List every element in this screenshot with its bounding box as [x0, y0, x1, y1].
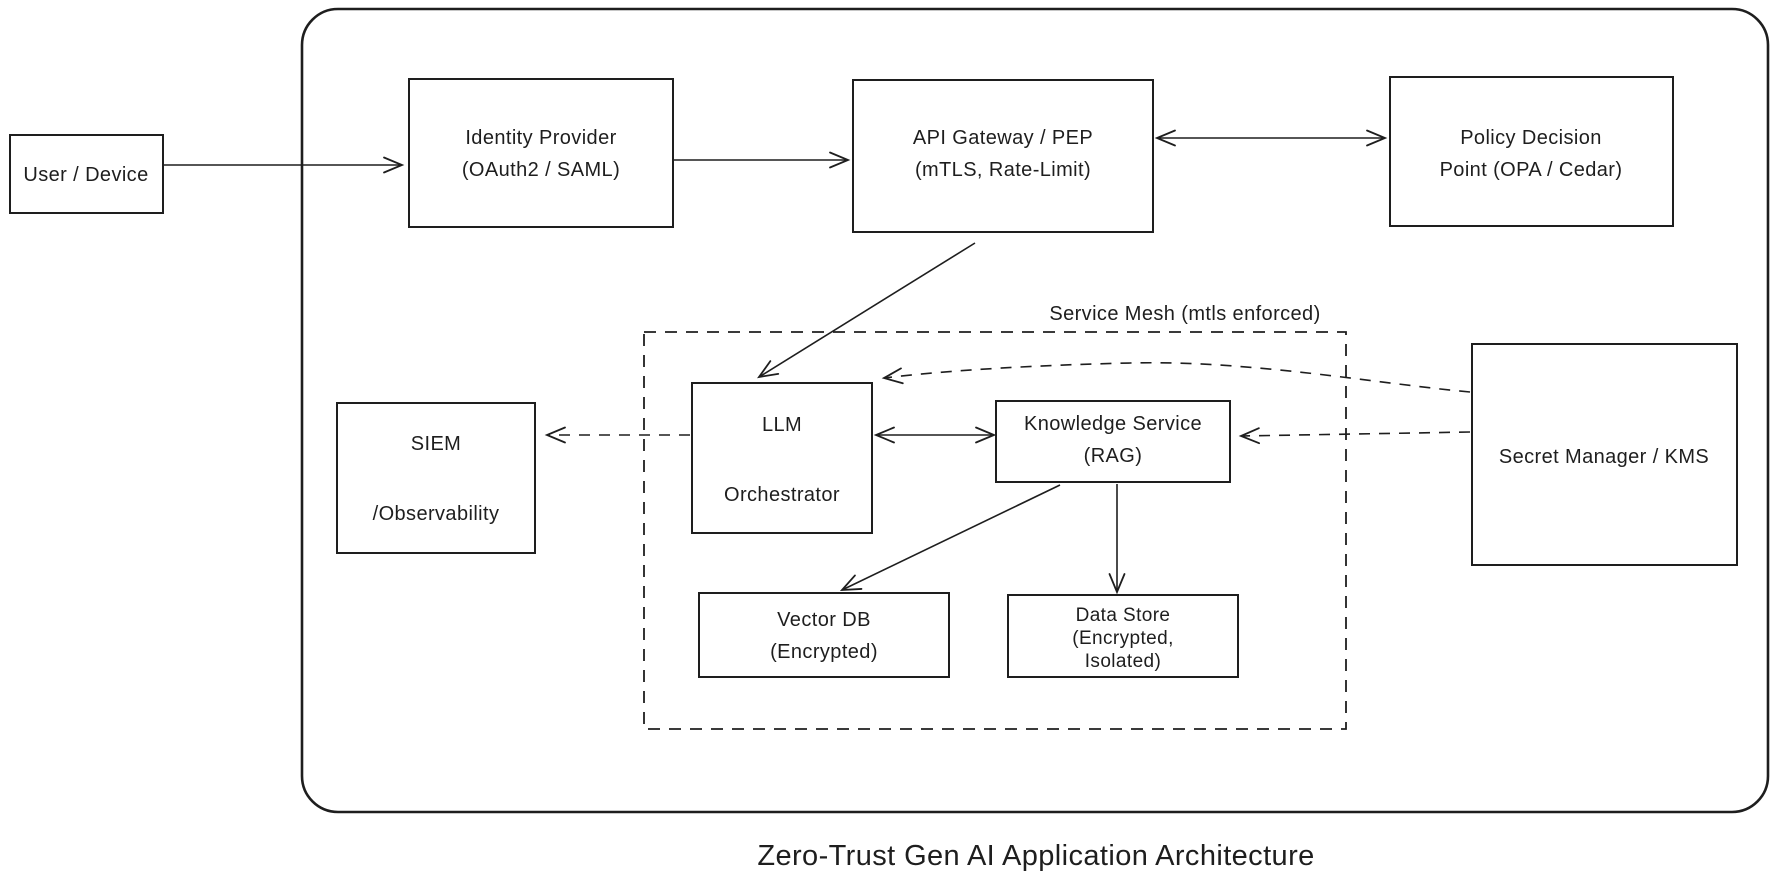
service-mesh-label: Service Mesh (mtls enforced): [1049, 303, 1320, 325]
api-gateway-label-line1: API Gateway / PEP: [913, 127, 1093, 149]
vector-db-label-line2: (Encrypted): [770, 641, 878, 663]
identity-provider-label-line1: Identity Provider: [465, 127, 616, 149]
identity-provider-label-line2: (OAuth2 / SAML): [462, 159, 620, 181]
node-data-store: Data Store (Encrypted, Isolated): [1007, 594, 1239, 678]
api-gateway-box: [852, 79, 1154, 233]
node-user-device: User / Device: [9, 134, 164, 214]
llm-orchestrator-box: [691, 382, 873, 534]
node-knowledge-service: Knowledge Service (RAG): [995, 400, 1231, 483]
diagram-title: Zero-Trust Gen AI Application Architectu…: [757, 840, 1314, 872]
identity-provider-box: [408, 78, 674, 228]
data-store-label-line3: Isolated): [1085, 651, 1161, 672]
node-secret-manager: Secret Manager / KMS: [1471, 343, 1738, 566]
edge-knowledge-to-vectordb: [839, 484, 1061, 592]
knowledge-service-box: [995, 400, 1231, 483]
data-store-box: [1007, 594, 1239, 678]
edge-secretmanager-to-llm-dashed: [881, 361, 1471, 393]
edge-gateway-to-llm: [757, 242, 976, 379]
node-llm-orchestrator: LLM Orchestrator: [691, 382, 873, 534]
siem-label-line1: SIEM: [411, 433, 462, 455]
policy-decision-point-box: [1389, 76, 1674, 227]
node-siem: SIEM /Observability: [336, 402, 536, 554]
llm-orchestrator-label-line1: LLM: [762, 414, 802, 436]
node-policy-decision-point: Policy Decision Point (OPA / Cedar): [1389, 76, 1674, 227]
data-store-label-line2: (Encrypted,: [1072, 628, 1174, 649]
trust-boundary-container: [300, 7, 1770, 814]
vector-db-box: [698, 592, 950, 678]
service-mesh-boundary: [643, 331, 1347, 730]
vector-db-label-line1: Vector DB: [777, 609, 871, 631]
edge-secretmanager-to-knowledge-dashed: [1238, 427, 1471, 445]
user-device-label: User / Device: [23, 164, 148, 186]
user-device-box: [9, 134, 164, 214]
knowledge-service-label-line2: (RAG): [1084, 445, 1143, 467]
policy-decision-point-label-line2: Point (OPA / Cedar): [1440, 159, 1623, 181]
policy-decision-point-label-line1: Policy Decision: [1460, 127, 1602, 149]
node-identity-provider: Identity Provider (OAuth2 / SAML): [408, 78, 674, 228]
api-gateway-label-line2: (mTLS, Rate-Limit): [915, 159, 1091, 181]
siem-label-line2: /Observability: [373, 503, 500, 525]
siem-box: [336, 402, 536, 554]
node-api-gateway: API Gateway / PEP (mTLS, Rate-Limit): [852, 79, 1154, 233]
node-vector-db: Vector DB (Encrypted): [698, 592, 950, 678]
knowledge-service-label-line1: Knowledge Service: [1024, 413, 1202, 435]
secret-manager-box: [1471, 343, 1738, 566]
llm-orchestrator-label-line2: Orchestrator: [724, 484, 840, 506]
secret-manager-label: Secret Manager / KMS: [1499, 446, 1709, 468]
data-store-label-line1: Data Store: [1076, 605, 1171, 626]
